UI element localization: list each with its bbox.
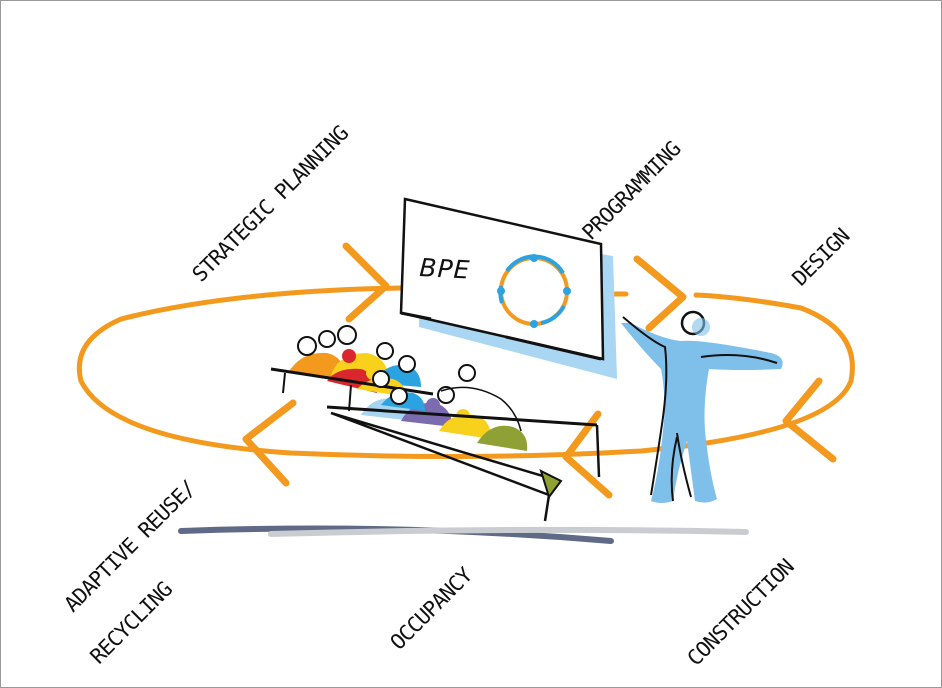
label-design: DESIGN — [788, 224, 855, 291]
label-programming: PROGRAMMING — [578, 137, 686, 245]
ground-shadow — [181, 529, 746, 541]
arrowhead-programming — [637, 259, 683, 328]
arrowhead-strategic — [346, 246, 386, 319]
presenter-figure — [621, 312, 783, 503]
label-adaptive-reuse: ADAPTIVE REUSE/ — [60, 476, 201, 617]
label-occupancy: OCCUPANCY — [386, 563, 478, 655]
label-strategic-planning: STRATEGIC PLANNING — [188, 121, 353, 286]
label-construction: CONSTRUCTION — [683, 555, 799, 671]
phase-labels: STRATEGIC PLANNING PROGRAMMING DESIGN CO… — [60, 121, 855, 670]
arrowhead-design — [786, 381, 833, 459]
screen-title: BPE — [419, 253, 471, 285]
arrowhead-occupancy — [246, 403, 293, 483]
